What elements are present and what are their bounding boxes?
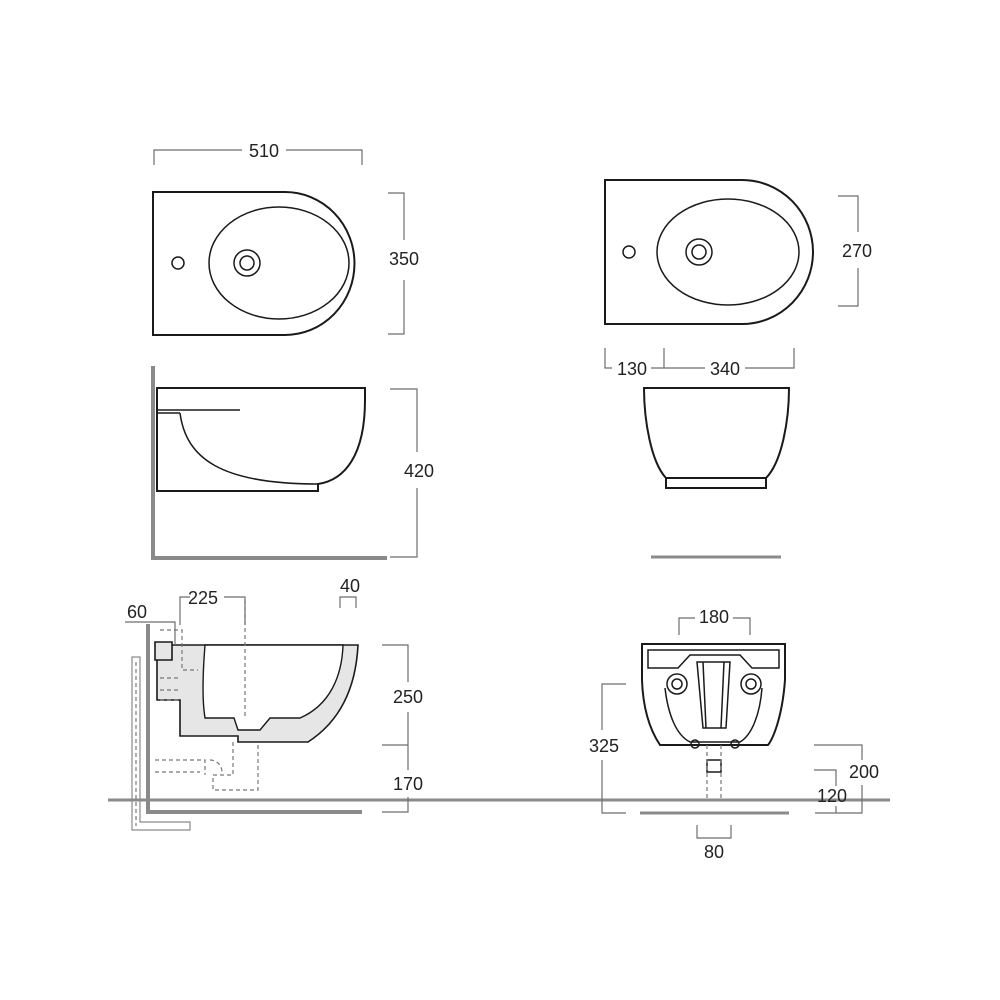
top-view-left-tap-hole: [171, 256, 185, 270]
dim-270-line: [838, 195, 859, 307]
side-view-left-wall: [151, 366, 387, 560]
dim-40-line: [339, 596, 357, 608]
section-frame: [131, 656, 191, 831]
dim-180-label: 180: [699, 607, 729, 627]
rear-view-drain: [706, 759, 722, 773]
section-wall-fittings: [160, 629, 198, 701]
dim-250-label: 250: [393, 687, 423, 707]
dim-350-line: [388, 192, 405, 335]
front-view-right-base: [665, 478, 767, 489]
section-view: 225 60 40 250 170: [108, 576, 890, 831]
dim-325-label: 325: [589, 736, 619, 756]
dim-120-line: [814, 769, 837, 813]
top-view-right-drain-outer: [685, 238, 713, 266]
dim-350-label: 350: [389, 249, 419, 269]
dim-130-340-line: [604, 348, 795, 369]
top-view-left-drain-inner: [239, 255, 255, 271]
front-view-right-body: [642, 387, 791, 479]
dim-60-line: [125, 621, 176, 645]
rear-view-right-hole-outer: [740, 673, 762, 695]
dim-40-label: 40: [340, 576, 360, 596]
dim-325-line: [601, 683, 626, 814]
rear-view-inner-lower: [664, 687, 763, 743]
rear-view-right-hole-inner: [745, 678, 757, 690]
section-wall: [146, 624, 362, 814]
rear-view-inner: [647, 649, 780, 669]
dim-225-label: 225: [188, 588, 218, 608]
dim-130-label: 130: [617, 359, 647, 379]
dim-80-line: [696, 825, 732, 839]
rear-view-left-hole-inner: [671, 678, 683, 690]
front-view-right: [642, 387, 791, 559]
top-view-left: 510 350: [152, 141, 419, 336]
dim-510-line: [153, 149, 363, 165]
dim-340-label: 340: [710, 359, 740, 379]
dim-420-label: 420: [404, 461, 434, 481]
section-trap: [155, 742, 259, 791]
section-bowl-cavity: [202, 644, 344, 731]
top-view-right-bowl: [656, 198, 800, 306]
side-view-left: 420: [151, 366, 434, 560]
section-wall-plate: [154, 641, 173, 661]
dim-510-label: 510: [249, 141, 279, 161]
dim-200-line: [814, 744, 863, 814]
dim-180-line: [678, 617, 751, 635]
top-view-left-outline: [152, 191, 356, 336]
dim-60-label: 60: [127, 602, 147, 622]
top-view-left-drain-outer: [233, 249, 261, 277]
dim-200-label: 200: [849, 762, 879, 782]
dim-225-line: [179, 596, 246, 625]
dim-120-label: 120: [817, 786, 847, 806]
dim-170-label: 170: [393, 774, 423, 794]
rear-view-center-channel: [696, 661, 731, 729]
rear-view-drain-pipe: [706, 745, 722, 800]
top-view-right-tap-hole: [622, 245, 636, 259]
top-view-right: 270 130 340: [604, 179, 872, 379]
dim-420-line: [390, 388, 418, 558]
top-view-right-drain-inner: [691, 244, 707, 260]
top-view-left-bowl: [208, 206, 350, 320]
dim-80-label: 80: [704, 842, 724, 862]
side-view-left-inner-bowl: [179, 412, 319, 485]
rear-view-bolt-right: [730, 739, 740, 749]
rear-view: 180 325 200 120 80: [589, 607, 879, 862]
rear-view-bolt-left: [690, 739, 700, 749]
dim-250-170-line: [382, 644, 409, 813]
rear-view-outline: [641, 643, 786, 746]
top-view-right-outline: [604, 179, 814, 325]
side-view-left-rim: [157, 409, 240, 414]
rear-view-left-hole-outer: [666, 673, 688, 695]
dim-270-label: 270: [842, 241, 872, 261]
